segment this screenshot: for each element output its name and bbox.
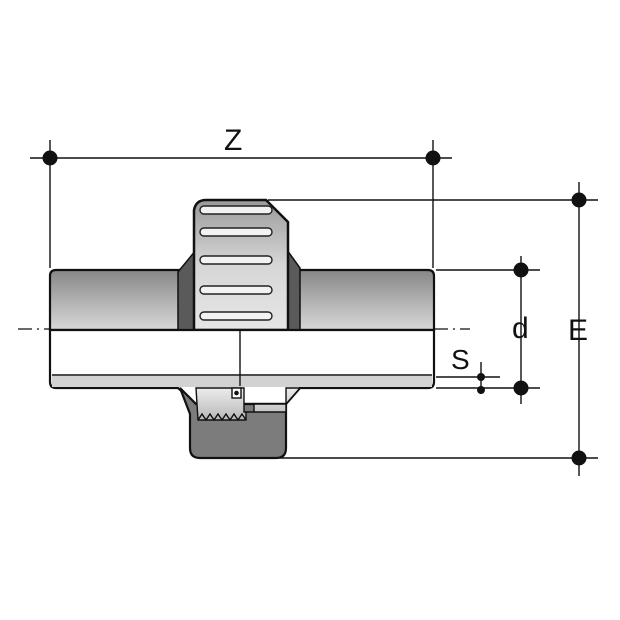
pipe-body-upper — [48, 249, 198, 332]
label-s: S — [451, 344, 470, 375]
label-z: Z — [224, 124, 242, 157]
label-d: d — [512, 312, 529, 345]
dimension-lines — [30, 140, 598, 476]
nut-ribs — [199, 205, 273, 321]
dimension-dots — [42, 150, 587, 466]
pipe-body-upper-right — [284, 248, 436, 332]
inner-wall-band — [52, 376, 432, 387]
thread-teeth — [197, 412, 247, 422]
label-e: E — [568, 314, 588, 347]
union-nut-upper — [192, 198, 290, 332]
thread-insert — [195, 387, 302, 421]
